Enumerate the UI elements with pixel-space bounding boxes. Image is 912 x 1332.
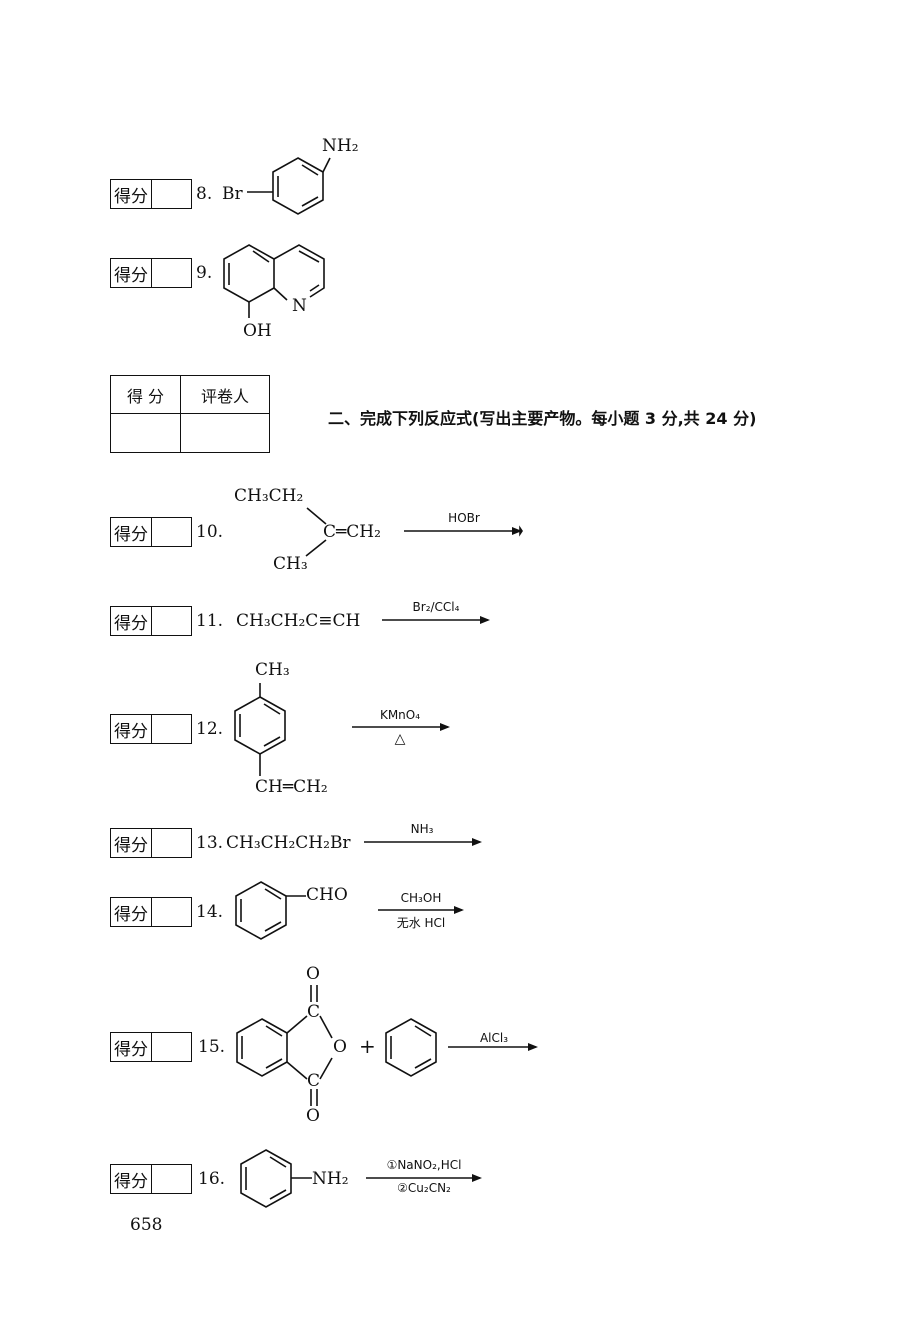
reagent-14: CH₃OH — [400, 891, 442, 905]
grader-reviewer-cell[interactable] — [179, 413, 271, 453]
label-o-top: O — [306, 964, 320, 984]
grader-table: 得 分 评卷人 — [110, 375, 271, 453]
label-o-ring: O — [333, 1037, 347, 1057]
score-label: 得分 — [111, 1033, 152, 1061]
reagent-16: ①NaNO₂,HCl — [386, 1158, 462, 1172]
question-number-14: 14. — [196, 902, 224, 922]
condition-16: ②Cu₂CN₂ — [397, 1181, 451, 1195]
label-ethyl: CH₃CH₂ — [234, 486, 304, 506]
condition-14: 无水 HCl — [396, 916, 446, 930]
question-number-10: 10. — [196, 522, 224, 542]
reagent-15: AlCl₃ — [479, 1031, 509, 1045]
section-heading: 二、完成下列反应式(写出主要产物。每小题 3 分,共 24 分) — [328, 409, 757, 428]
reagent-11: Br₂/CCl₄ — [412, 600, 460, 614]
question-number-9: 9. — [196, 263, 213, 283]
page-number: 658 — [130, 1215, 163, 1235]
score-box-15[interactable]: 得分 — [110, 1032, 192, 1062]
question-number-15: 15. — [198, 1037, 226, 1057]
label-o-bottom: O — [306, 1106, 320, 1126]
question-number-12: 12. — [196, 719, 224, 739]
label-cho: CHO — [306, 885, 348, 905]
score-box-16[interactable]: 得分 — [110, 1164, 192, 1194]
score-box-11[interactable]: 得分 — [110, 606, 192, 636]
label-br: Br — [222, 184, 243, 204]
label-c-bottom: C — [307, 1071, 321, 1091]
question-number-13: 13. — [196, 833, 224, 853]
label-1-bromopropane: CH₃CH₂CH₂Br — [226, 833, 351, 853]
question-number-11: 11. — [196, 611, 224, 631]
label-ch3: CH₃ — [255, 660, 290, 680]
score-box-9[interactable]: 得分 — [110, 258, 192, 288]
score-label: 得分 — [111, 607, 152, 635]
score-box-13[interactable]: 得分 — [110, 828, 192, 858]
label-n: N — [292, 296, 307, 316]
label-1-butyne: CH₃CH₂C≡CH — [236, 611, 361, 631]
score-box-14[interactable]: 得分 — [110, 897, 192, 927]
label-plus: + — [359, 1034, 376, 1058]
label-nh2-aniline: NH₂ — [312, 1169, 349, 1189]
reagent-12: KMnO₄ — [379, 708, 421, 722]
score-box-8[interactable]: 得分 — [110, 179, 192, 209]
label-oh: OH — [243, 321, 272, 341]
label-c-ch2: C═CH₂ — [323, 522, 381, 542]
score-box-12[interactable]: 得分 — [110, 714, 192, 744]
score-label: 得分 — [111, 259, 152, 287]
score-label: 得分 — [111, 1165, 152, 1193]
score-label: 得分 — [111, 180, 152, 208]
score-box-10[interactable]: 得分 — [110, 517, 192, 547]
question-number-8: 8. — [196, 184, 213, 204]
label-methyl: CH₃ — [273, 554, 308, 574]
grader-score-cell[interactable] — [110, 413, 181, 453]
label-vinyl: CH═CH₂ — [255, 777, 328, 797]
reagent-13: NH₃ — [410, 822, 434, 836]
score-label: 得分 — [111, 829, 152, 857]
score-label: 得分 — [111, 518, 152, 546]
score-label: 得分 — [111, 898, 152, 926]
score-label: 得分 — [111, 715, 152, 743]
grader-reviewer-header: 评卷人 — [179, 375, 271, 414]
label-c-top: C — [307, 1002, 321, 1022]
question-number-16: 16. — [198, 1169, 226, 1189]
reagent-10: HOBr — [448, 511, 480, 525]
label-nh2: NH₂ — [322, 136, 359, 156]
condition-12: △ — [394, 731, 406, 747]
grader-score-header: 得 分 — [110, 375, 181, 414]
